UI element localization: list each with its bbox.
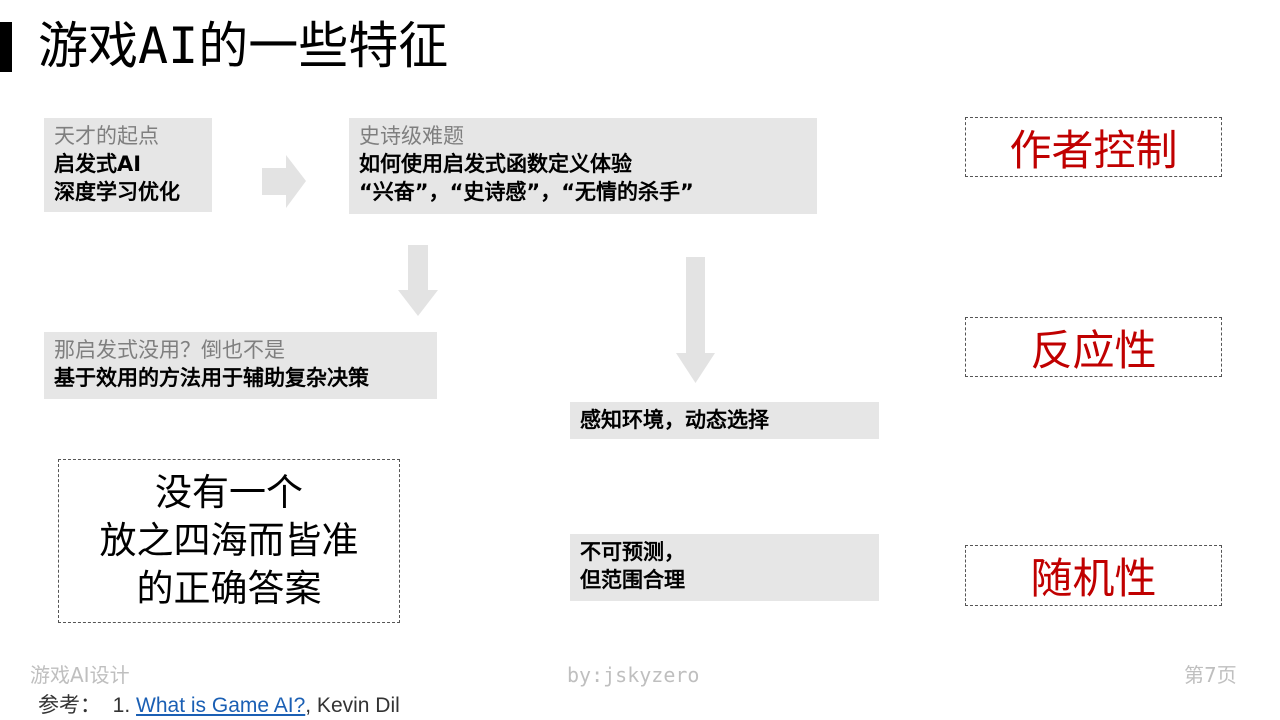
box-line: 感知环境，动态选择 (580, 408, 769, 432)
box-line: 深度学习优化 (54, 180, 180, 204)
title-accent-bar (0, 22, 12, 72)
box-line: 基于效用的方法用于辅助复杂决策 (54, 366, 369, 390)
box-genius-start: 天才的起点 启发式AI 深度学习优化 (44, 118, 212, 212)
reference-label: 参考： (38, 694, 101, 717)
reference-author: , Kevin Dil (305, 694, 400, 717)
box-perceive: 感知环境，动态选择 (570, 402, 879, 439)
box-line: 启发式AI (54, 152, 142, 176)
reference-index: 1. (112, 694, 131, 717)
footer-author: by:jskyzero (567, 663, 700, 687)
box-heading: 天才的起点 (54, 124, 159, 148)
box-line: 但范围合理 (580, 568, 685, 592)
box-epic-problem: 史诗级难题 如何使用启发式函数定义体验 “兴奋”，“史诗感”，“无情的杀手” (349, 118, 817, 214)
box-unpredictable: 不可预测， 但范围合理 (570, 534, 879, 601)
conclusion-line: 的正确答案 (136, 567, 322, 610)
box-line: 不可预测， (580, 540, 685, 564)
box-utility: 那启发式没用？倒也不是 基于效用的方法用于辅助复杂决策 (44, 332, 437, 399)
box-heading: 史诗级难题 (359, 124, 464, 148)
reference: 参考： 1. What is Game AI?, Kevin Dil (38, 694, 400, 718)
arrow-right-icon (262, 155, 306, 208)
feature-randomness: 随机性 (965, 545, 1222, 606)
feature-authorial-control: 作者控制 (965, 117, 1222, 177)
reference-link[interactable]: What is Game AI? (136, 694, 306, 717)
box-heading: 那启发式没用？倒也不是 (54, 338, 285, 362)
conclusion-line: 没有一个 (155, 471, 303, 514)
slide-title: 游戏AI的一些特征 (38, 17, 449, 75)
box-line: “兴奋”，“史诗感”，“无情的杀手” (359, 180, 694, 204)
footer-course: 游戏AI设计 (30, 663, 130, 687)
arrow-down-icon (398, 245, 438, 316)
arrow-down-icon (676, 257, 715, 383)
footer-page-number: 第7页 (1184, 663, 1237, 687)
conclusion-box: 没有一个 放之四海而皆准 的正确答案 (58, 459, 400, 623)
feature-reactivity: 反应性 (965, 317, 1222, 377)
box-line: 如何使用启发式函数定义体验 (359, 152, 632, 176)
conclusion-line: 放之四海而皆准 (99, 519, 359, 562)
